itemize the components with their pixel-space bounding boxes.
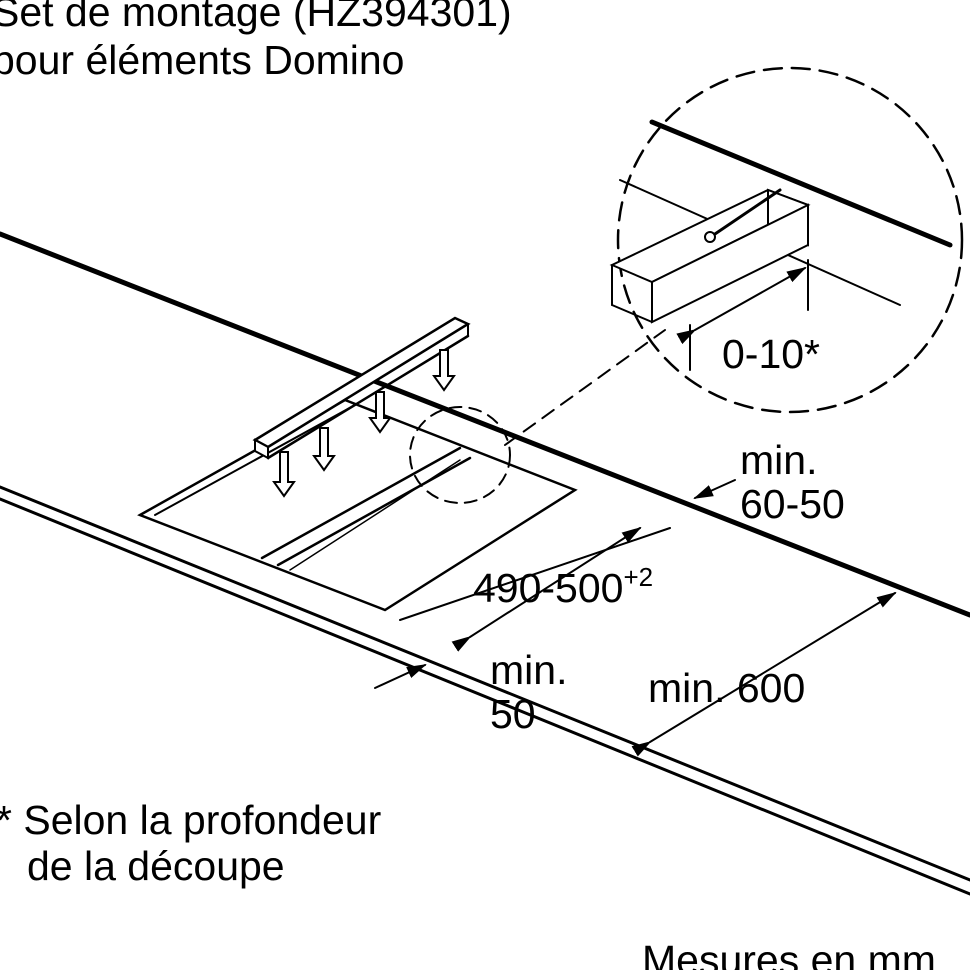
cutout-divider-2 bbox=[276, 456, 472, 567]
down-arrow-icons bbox=[272, 349, 456, 498]
dimension-detail-gap: 0-10* bbox=[722, 331, 821, 377]
footnote-line-1: * Selon la profondeur bbox=[0, 797, 382, 843]
detail-screw bbox=[710, 188, 782, 238]
cutout-width-value: 490-500 bbox=[473, 565, 624, 611]
detail-marker-circle bbox=[409, 406, 511, 504]
footnote-line-2: de la découpe bbox=[27, 843, 285, 889]
worktop-front-edge-lower bbox=[0, 497, 970, 896]
cutout-width-tolerance: +2 bbox=[623, 562, 654, 592]
dimension-depth-min: min. 600 bbox=[648, 665, 806, 711]
cutout-width-arrow bbox=[451, 526, 642, 652]
cutout-inner-left bbox=[154, 404, 356, 516]
worktop-back-edge bbox=[0, 231, 970, 618]
front-min-arrow bbox=[374, 664, 427, 689]
dimension-back-min-value: 60-50 bbox=[740, 481, 845, 527]
dimension-front-min-value: 50 bbox=[490, 691, 536, 737]
title-line-2: pour éléments Domino bbox=[0, 37, 405, 83]
title-line-1: Set de montage (HZ394301) bbox=[0, 0, 512, 35]
detail-circle bbox=[616, 66, 964, 414]
back-min-arrow bbox=[693, 479, 736, 499]
cutout-divider bbox=[260, 446, 462, 560]
dimension-cutout-width: 490-500+2 bbox=[473, 564, 653, 611]
detail-leader-line bbox=[504, 329, 666, 446]
worktop-front-edge bbox=[0, 485, 970, 882]
depth-arrow bbox=[631, 591, 897, 757]
units-note: Mesures en mm bbox=[642, 937, 936, 970]
dimension-front-min-label: min. bbox=[490, 647, 568, 693]
dimension-back-min-label: min. bbox=[740, 437, 818, 483]
